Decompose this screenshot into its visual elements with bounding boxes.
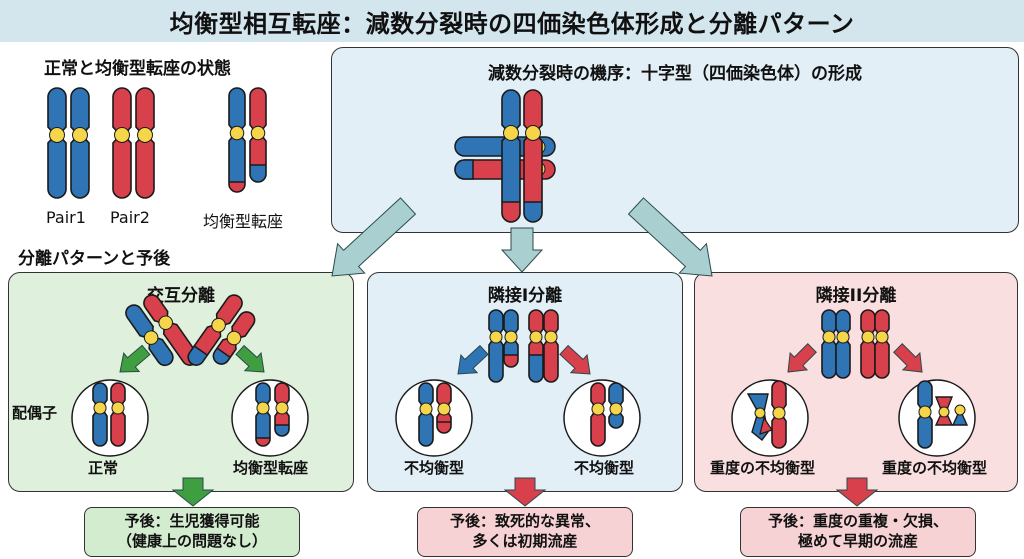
mechanism-panel: 減数分裂時の機序：十字型（四価染色体）の形成: [331, 47, 1019, 233]
arrow-to-adjacent1: [500, 227, 544, 273]
adjacent1-title: 隣接I分離: [487, 286, 563, 306]
adjacent1-prognosis-line1: 予後：致死的な異常、: [449, 512, 600, 530]
adjacent2-gamete2-label: 重度の不均衡型: [882, 459, 988, 477]
alternate-gamete1-label: 正常: [88, 459, 119, 477]
adjacent1-gamete2-label: 不均衡型: [574, 459, 635, 477]
normal-section-heading: 正常と均衡型転座の状態: [44, 59, 231, 79]
adjacent2-prognosis-line1: 予後：重度の重複・欠損、: [767, 512, 948, 530]
adjacent1-prognosis-line2: 多くは初期流産: [472, 532, 578, 550]
adjacent1-prognosis-box: 予後：致死的な異常、 多くは初期流産: [417, 507, 633, 557]
alternate-prognosis-line1: 予後：生児獲得可能: [124, 512, 260, 530]
adjacent1-gamete1-label: 不均衡型: [404, 459, 465, 477]
normal-chromosomes-figure: [0, 0, 330, 200]
alternate-gamete2-label: 均衡型転座: [233, 459, 309, 477]
adjacent2-prognosis-box: 予後：重度の重複・欠損、 極めて早期の流産: [740, 507, 976, 557]
page-title: 均衡型相互転座：減数分裂時の四価染色体形成と分離パターン: [0, 0, 1024, 42]
pair1-label: Pair1: [46, 208, 86, 227]
gamete-label: 配偶子: [12, 404, 58, 422]
adjacent2-prognosis-line2: 極めて早期の流産: [797, 532, 918, 550]
alternate-prognosis-line2: （健康上の問題なし）: [116, 532, 267, 550]
balanced-translocation-label: 均衡型転座: [203, 212, 284, 231]
patterns-heading: 分離パターンと予後: [18, 249, 171, 269]
mechanism-heading: 減数分裂時の機序：十字型（四価染色体）の形成: [488, 64, 862, 84]
adjacent2-title: 隣接II分離: [815, 286, 897, 306]
adjacent2-gamete1-label: 重度の不均衡型: [710, 459, 816, 477]
alternate-title: 交互分離: [147, 286, 215, 306]
alternate-prognosis-box: 予後：生児獲得可能 （健康上の問題なし）: [84, 507, 300, 557]
pair2-label: Pair2: [110, 208, 150, 227]
